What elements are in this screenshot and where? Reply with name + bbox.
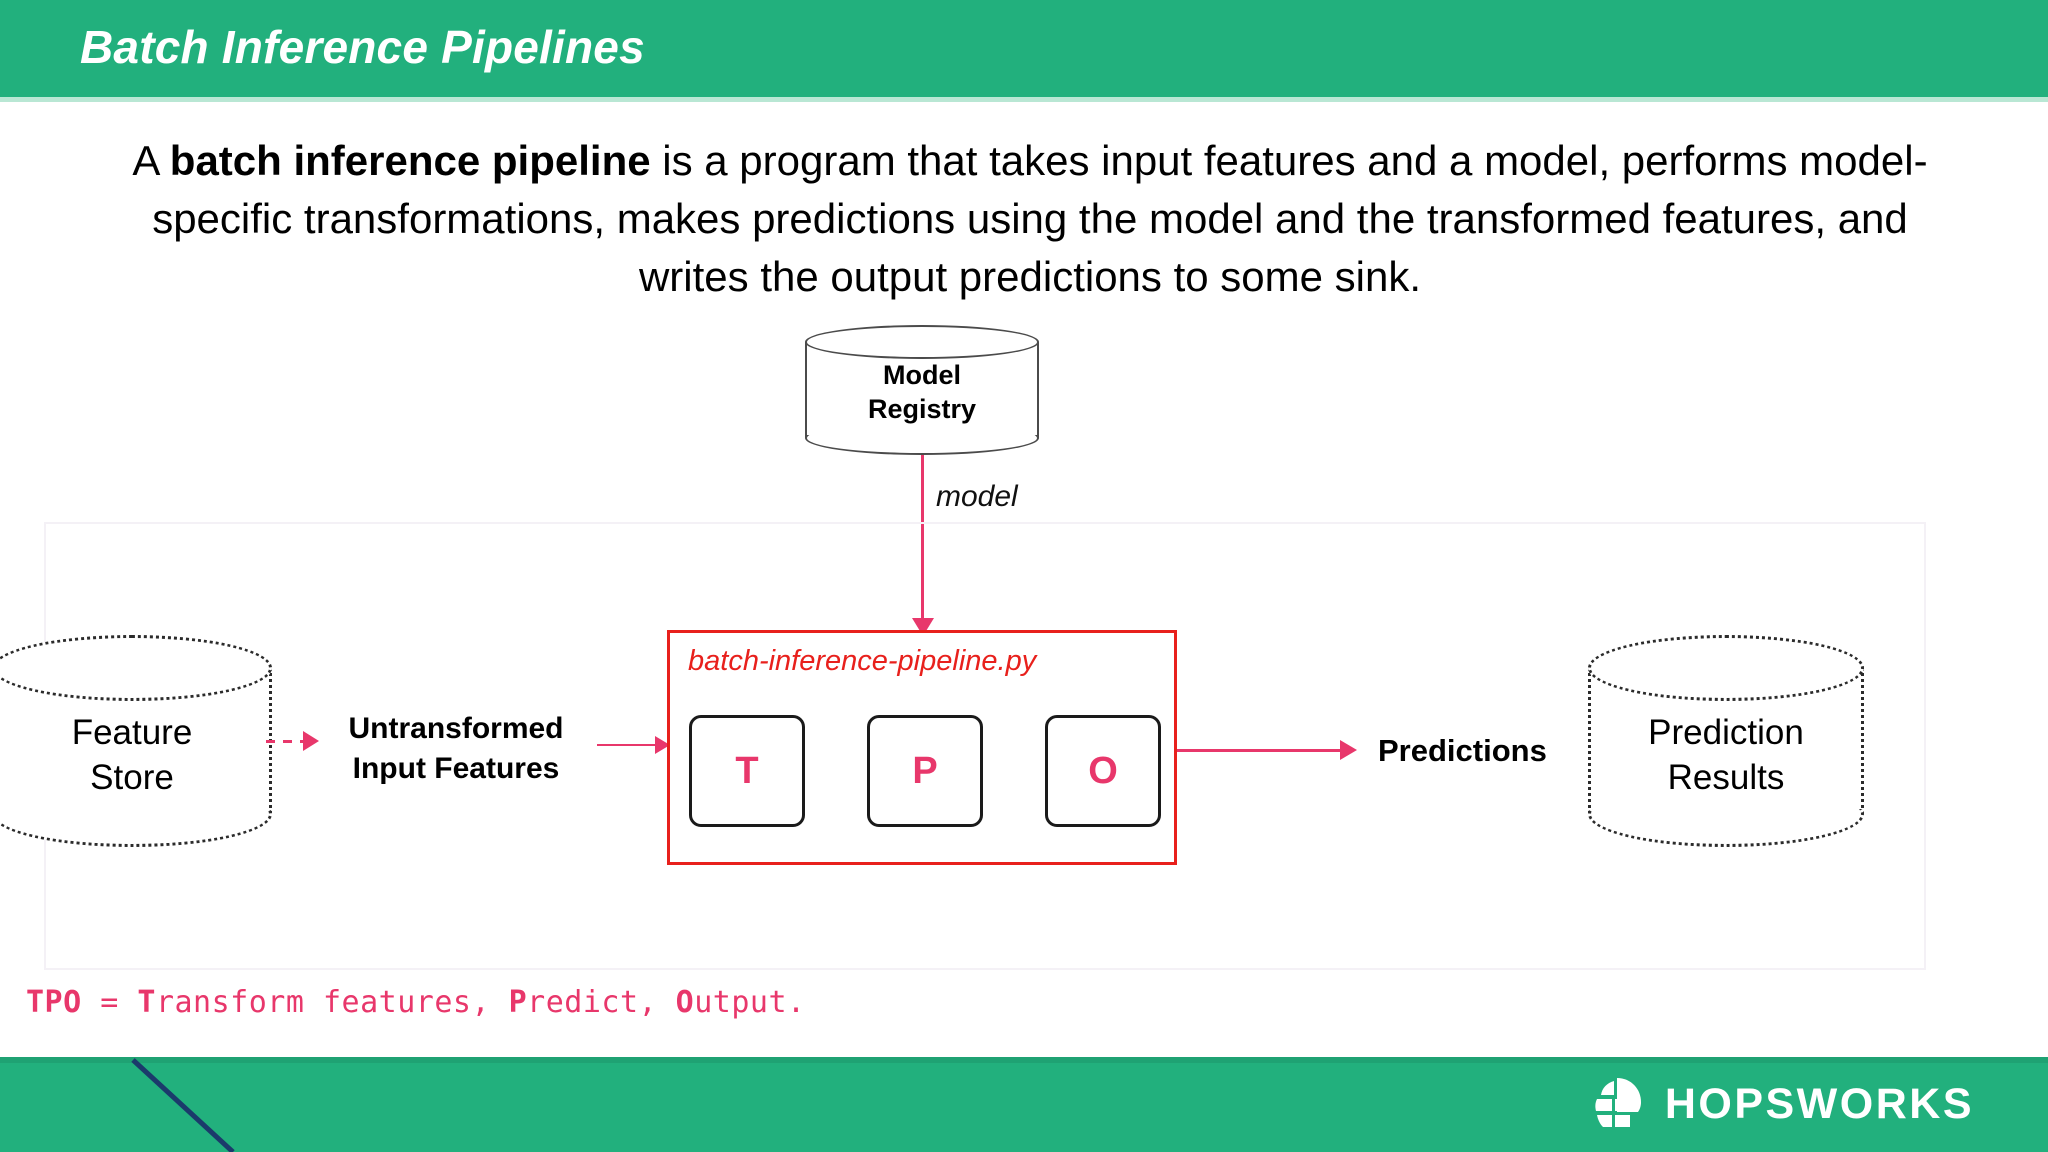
intro-part1: A — [132, 137, 170, 184]
untransformed-label-line1: Untransformed — [348, 712, 564, 745]
pipeline-input-arrow-shaft — [597, 744, 663, 746]
tpo-step-row: T P O — [689, 715, 1161, 827]
legend-o-bold: O — [675, 985, 695, 1020]
slide-header-bar — [0, 0, 2048, 97]
prediction-results-label-line1: Prediction — [1648, 713, 1804, 752]
model-registry-label-line1: Model — [883, 360, 961, 390]
model-arrow-shaft — [921, 455, 924, 623]
intro-emphasis: batch inference pipeline — [169, 137, 651, 184]
footer-top-strip — [0, 1057, 2048, 1063]
batch-inference-pipeline-box: batch-inference-pipeline.py T P O — [667, 630, 1177, 865]
page-title: Batch Inference Pipelines — [80, 21, 645, 73]
prediction-results-cylinder: Prediction Results — [1588, 635, 1864, 847]
intro-part2: is a program that takes input features a… — [152, 137, 1928, 300]
header-underline — [0, 97, 2048, 102]
cylinder-top-cap — [805, 325, 1039, 359]
feature-store-label-line2: Store — [90, 758, 174, 797]
model-registry-label-line2: Registry — [867, 394, 977, 424]
predictions-label: Predictions — [1378, 733, 1547, 768]
brand-lockup: HOPSWORKS — [1587, 1076, 1974, 1132]
feature-store-cylinder: Feature Store — [0, 635, 272, 847]
tpo-legend-line: TPO = Transform features, Predict, Outpu… — [26, 985, 806, 1020]
cylinder-top-cap — [1588, 635, 1864, 701]
legend-t-rest: ransform features, — [155, 985, 509, 1020]
pipeline-step-transform: T — [689, 715, 805, 827]
legend-o-rest: utput. — [694, 985, 806, 1020]
pipeline-output-arrow-head-icon — [1340, 740, 1357, 760]
untransformed-input-features-label: Untransformed Input Features — [336, 709, 576, 789]
legend-tpo-key: TPO — [26, 985, 82, 1020]
prediction-results-label-line2: Results — [1667, 758, 1785, 797]
legend-p-bold: P — [508, 985, 528, 1020]
feature-store-label: Feature Store — [0, 710, 272, 800]
slide-footer-bar: HOPSWORKS — [0, 1057, 2048, 1152]
pipeline-step-output: O — [1045, 715, 1161, 827]
model-registry-label: Model Registry — [805, 358, 1039, 426]
footer-diagonal-line — [131, 1058, 235, 1152]
intro-paragraph: A batch inference pipeline is a program … — [110, 132, 1950, 306]
model-edge-label: model — [936, 480, 1018, 513]
legend-p-rest: redict, — [527, 985, 676, 1020]
feature-store-dashed-arrow-shaft — [266, 740, 304, 743]
feature-store-dashed-arrow-head-icon — [303, 731, 319, 751]
legend-equals: = — [81, 985, 138, 1020]
pipeline-filename-label: batch-inference-pipeline.py — [688, 645, 1037, 677]
untransformed-label-line2: Input Features — [352, 752, 560, 785]
model-registry-cylinder: Model Registry — [805, 325, 1039, 455]
prediction-results-label: Prediction Results — [1588, 710, 1864, 800]
feature-store-label-line1: Feature — [71, 713, 193, 752]
brand-name: HOPSWORKS — [1664, 1079, 1974, 1128]
pipeline-output-arrow-shaft — [1177, 749, 1349, 752]
pipeline-input-arrow-head-icon — [655, 736, 670, 754]
legend-t-bold: T — [137, 985, 156, 1020]
pipeline-step-predict: P — [867, 715, 983, 827]
hopsworks-hop-logo-icon — [1595, 1078, 1641, 1127]
cylinder-top-cap — [0, 635, 272, 701]
